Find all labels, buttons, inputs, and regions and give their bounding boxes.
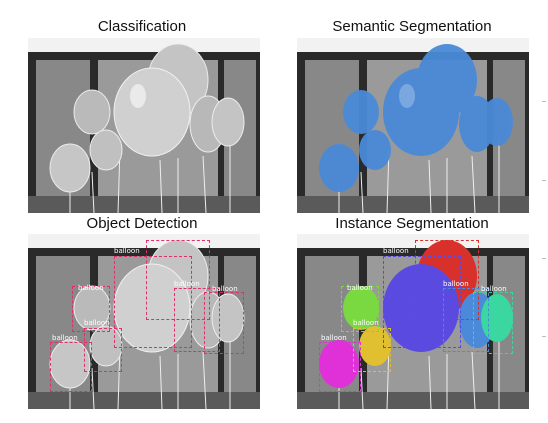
instance-label: balloon [347, 284, 373, 292]
detection-label: balloon [52, 334, 78, 342]
edge-mark [542, 336, 546, 337]
instance-box [473, 292, 513, 354]
edge-mark [542, 258, 546, 259]
instance-label: balloon [321, 334, 347, 342]
instance-box [319, 342, 361, 392]
instance-box [353, 328, 391, 372]
edge-mark [542, 180, 546, 181]
panel-classification [28, 38, 260, 213]
detection-box [72, 286, 110, 332]
balloon-photo-instance [297, 234, 529, 409]
instance-box [341, 286, 379, 332]
detection-box [174, 288, 220, 352]
semantic-mask [319, 44, 513, 192]
title-classification: Classification [97, 18, 187, 35]
instance-mask [383, 264, 459, 352]
instance-mask [481, 294, 513, 342]
instance-box [415, 240, 479, 320]
detection-label: balloon [114, 247, 140, 255]
detection-box [204, 292, 244, 354]
detection-box [84, 328, 122, 372]
title-semantic-segmentation: Semantic Segmentation [332, 18, 492, 35]
instance-label: balloon [443, 280, 469, 288]
panel-semantic-segmentation [297, 38, 529, 213]
detection-box [50, 342, 92, 392]
detection-label: balloon [84, 319, 110, 327]
detection-label: balloon [78, 284, 104, 292]
title-object-detection: Object Detection [86, 215, 198, 232]
panel-object-detection: balloon balloon balloon balloon balloon … [28, 234, 260, 409]
title-instance-segmentation: Instance Segmentation [335, 215, 489, 232]
instance-box [383, 256, 461, 348]
instance-mask [343, 286, 379, 330]
edge-mark [542, 101, 546, 102]
instance-box [443, 288, 489, 352]
detection-box [146, 240, 210, 320]
instance-label: balloon [481, 285, 507, 293]
balloon-photo [28, 38, 260, 213]
panel-instance-segmentation: balloon balloon balloon balloon balloon … [297, 234, 529, 409]
detection-label: balloon [212, 285, 238, 293]
instance-label: balloon [353, 319, 379, 327]
balloon-photo-semantic [297, 38, 529, 213]
instance-label: balloon [383, 247, 409, 255]
detection-box [114, 256, 192, 348]
balloon-photo-detection [28, 234, 260, 409]
instance-mask [319, 340, 359, 388]
detection-label: balloon [174, 280, 200, 288]
